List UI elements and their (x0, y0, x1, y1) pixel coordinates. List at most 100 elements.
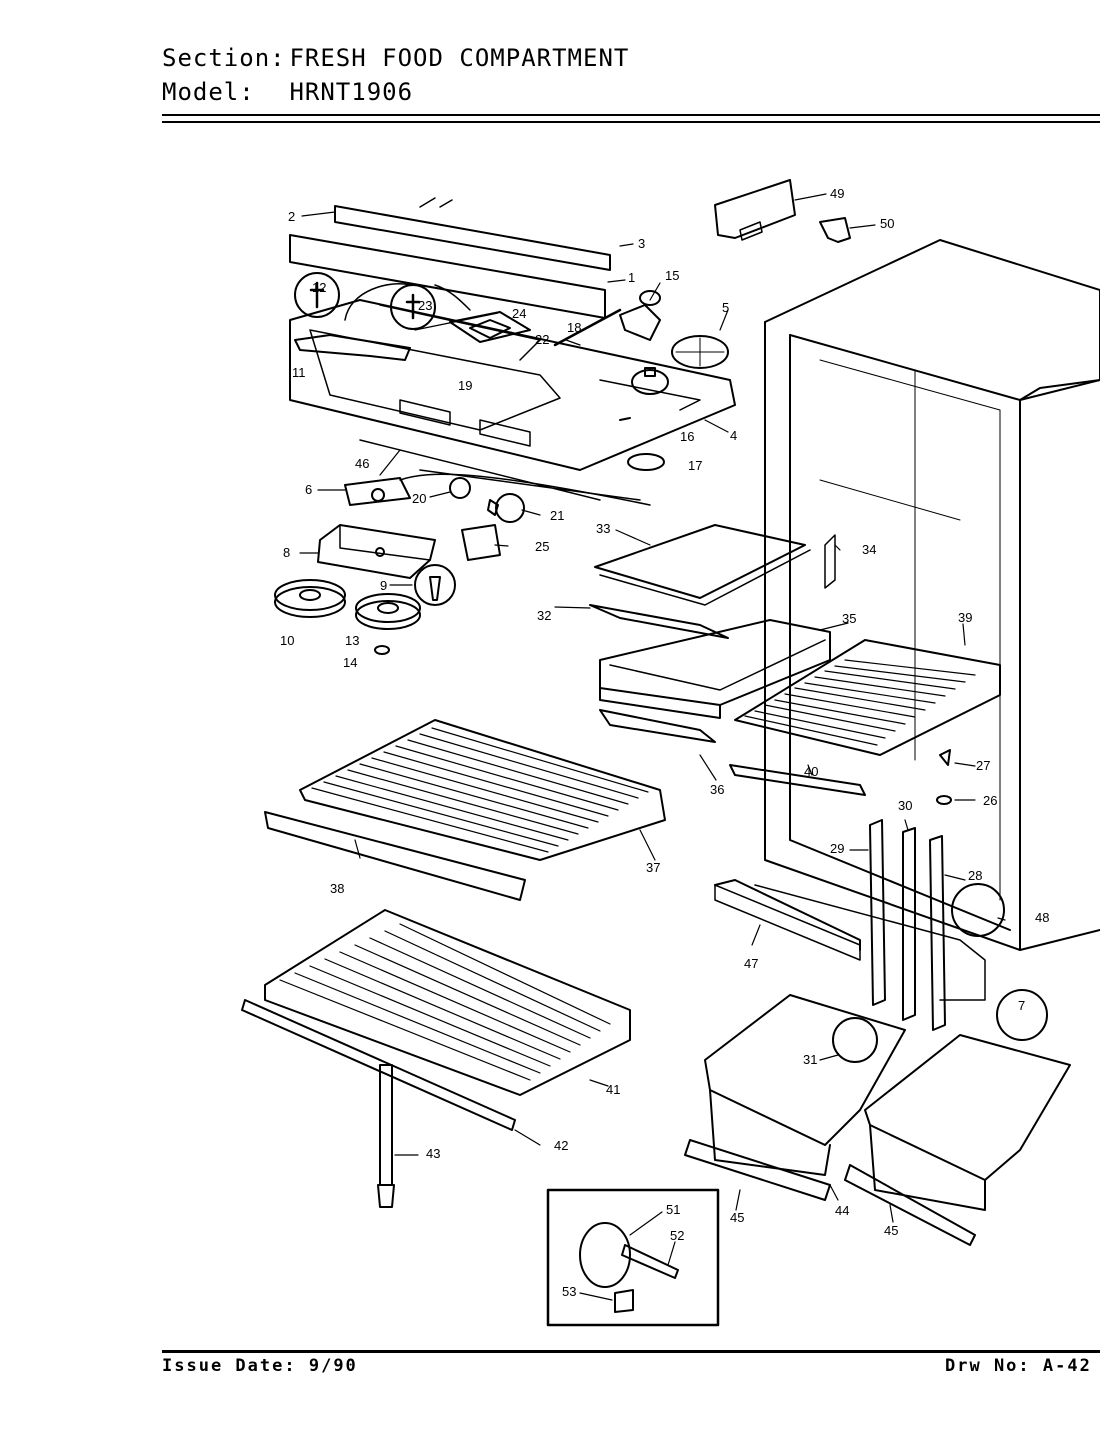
callout-21: 21 (550, 508, 564, 523)
inset-circles-screws (294, 272, 436, 330)
callout-11: 11 (292, 365, 306, 380)
callout-13: 13 (345, 633, 359, 648)
drawing-number-value: A-42 (1042, 1356, 1092, 1376)
deflector-47 (714, 884, 861, 961)
callout-24: 24 (512, 306, 526, 321)
bracket-49-slot (739, 221, 763, 241)
section-label: Section: (162, 44, 286, 72)
header-rule-top (162, 114, 1100, 116)
callout-39: 39 (958, 610, 972, 625)
callout-36: 36 (710, 782, 724, 797)
callout-41: 41 (606, 1082, 620, 1097)
callout-50: 50 (880, 216, 894, 231)
callout-3: 3 (638, 236, 645, 251)
callout-18: 18 (567, 320, 581, 335)
plate-22 (449, 311, 531, 343)
clip-53 (614, 1289, 634, 1313)
glass-shelf-33 (589, 524, 836, 639)
callout-26: 26 (983, 793, 997, 808)
callout-51: 51 (666, 1202, 680, 1217)
grommet-26 (936, 795, 952, 805)
callout-10: 10 (280, 633, 294, 648)
callout-5: 5 (722, 300, 729, 315)
issue-date-label: Issue Date: (162, 1356, 297, 1376)
callout-14: 14 (343, 655, 357, 670)
clip-27 (939, 749, 951, 766)
callout-12: 12 (312, 280, 326, 295)
callout-6: 6 (305, 482, 312, 497)
callout-20: 20 (412, 491, 426, 506)
section-header: Section: FRESH FOOD COMPARTMENT (162, 44, 629, 72)
callout-34: 34 (862, 542, 876, 557)
model-number: HRNT1906 (289, 78, 414, 106)
callout-40: 40 (804, 764, 818, 779)
drawing-number-label: Drw No: (945, 1356, 1031, 1376)
callout-49: 49 (830, 186, 844, 201)
inset-circle-48 (951, 883, 1005, 937)
callout-22: 22 (535, 332, 549, 347)
wire-shelf-39 (729, 639, 1001, 796)
callout-9: 9 (380, 578, 387, 593)
drawing-number: Drw No: A-42 (945, 1356, 1092, 1376)
support-43-base (377, 1184, 395, 1208)
callout-29: 29 (830, 841, 844, 856)
callout-1: 1 (628, 270, 635, 285)
callout-47: 47 (744, 956, 758, 971)
callout-28: 28 (968, 868, 982, 883)
wire-shelf-37 (264, 719, 666, 901)
model-label: Model: (162, 78, 255, 106)
issue-date: Issue Date: 9/90 (162, 1356, 358, 1376)
inset-circle-31 (832, 1017, 878, 1063)
callout-8: 8 (283, 545, 290, 560)
callout-labels: 1 2 3 4 5 6 7 8 9 10 11 12 13 14 15 16 1… (280, 186, 1049, 1299)
callout-25: 25 (535, 539, 549, 554)
callout-23: 23 (418, 298, 432, 313)
section-title: FRESH FOOD COMPARTMENT (289, 44, 630, 72)
wire-harness (344, 283, 411, 321)
callout-38: 38 (330, 881, 344, 896)
footer-rule (162, 1350, 1100, 1353)
callout-27: 27 (976, 758, 990, 773)
callout-30: 30 (898, 798, 912, 813)
callout-48: 48 (1035, 910, 1049, 925)
bracket-49 (714, 179, 796, 239)
callout-42: 42 (554, 1138, 568, 1153)
callout-43: 43 (426, 1146, 440, 1161)
callout-7: 7 (1018, 998, 1025, 1013)
callout-leaders (299, 193, 1006, 1301)
callout-53: 53 (562, 1284, 576, 1299)
glass-shelf-41 (241, 909, 631, 1131)
model-header: Model: HRNT1906 (162, 78, 413, 106)
callout-4: 4 (730, 428, 737, 443)
callout-19: 19 (458, 378, 472, 393)
inset-circle-7 (996, 989, 1048, 1041)
cabinet-body (764, 239, 1100, 951)
callout-31: 31 (803, 1052, 817, 1067)
inset-box-wheel (546, 1188, 720, 1327)
callout-52: 52 (670, 1228, 684, 1243)
switch-25 (461, 524, 501, 561)
wheel-51 (579, 1222, 631, 1288)
callout-44: 44 (835, 1203, 849, 1218)
shelf-rails (714, 819, 986, 1031)
wire-harness-2 (434, 284, 471, 311)
callout-45a: 45 (730, 1210, 744, 1225)
header-rule-bottom (162, 121, 1100, 123)
clip-50 (819, 217, 851, 243)
callout-46: 46 (355, 456, 369, 471)
thermostat-and-light (344, 473, 651, 523)
callout-17: 17 (688, 458, 702, 473)
control-box-and-knobs (274, 524, 456, 655)
axle-52 (621, 1244, 679, 1279)
callout-37: 37 (646, 860, 660, 875)
bracket-11 (294, 334, 411, 361)
issue-date-value: 9/90 (308, 1356, 358, 1376)
callout-16: 16 (680, 429, 694, 444)
crisper-bins (684, 994, 1071, 1246)
callout-2: 2 (288, 209, 295, 224)
support-43 (379, 1064, 393, 1186)
callout-15: 15 (665, 268, 679, 283)
callout-45b: 45 (884, 1223, 898, 1238)
callout-35: 35 (842, 611, 856, 626)
